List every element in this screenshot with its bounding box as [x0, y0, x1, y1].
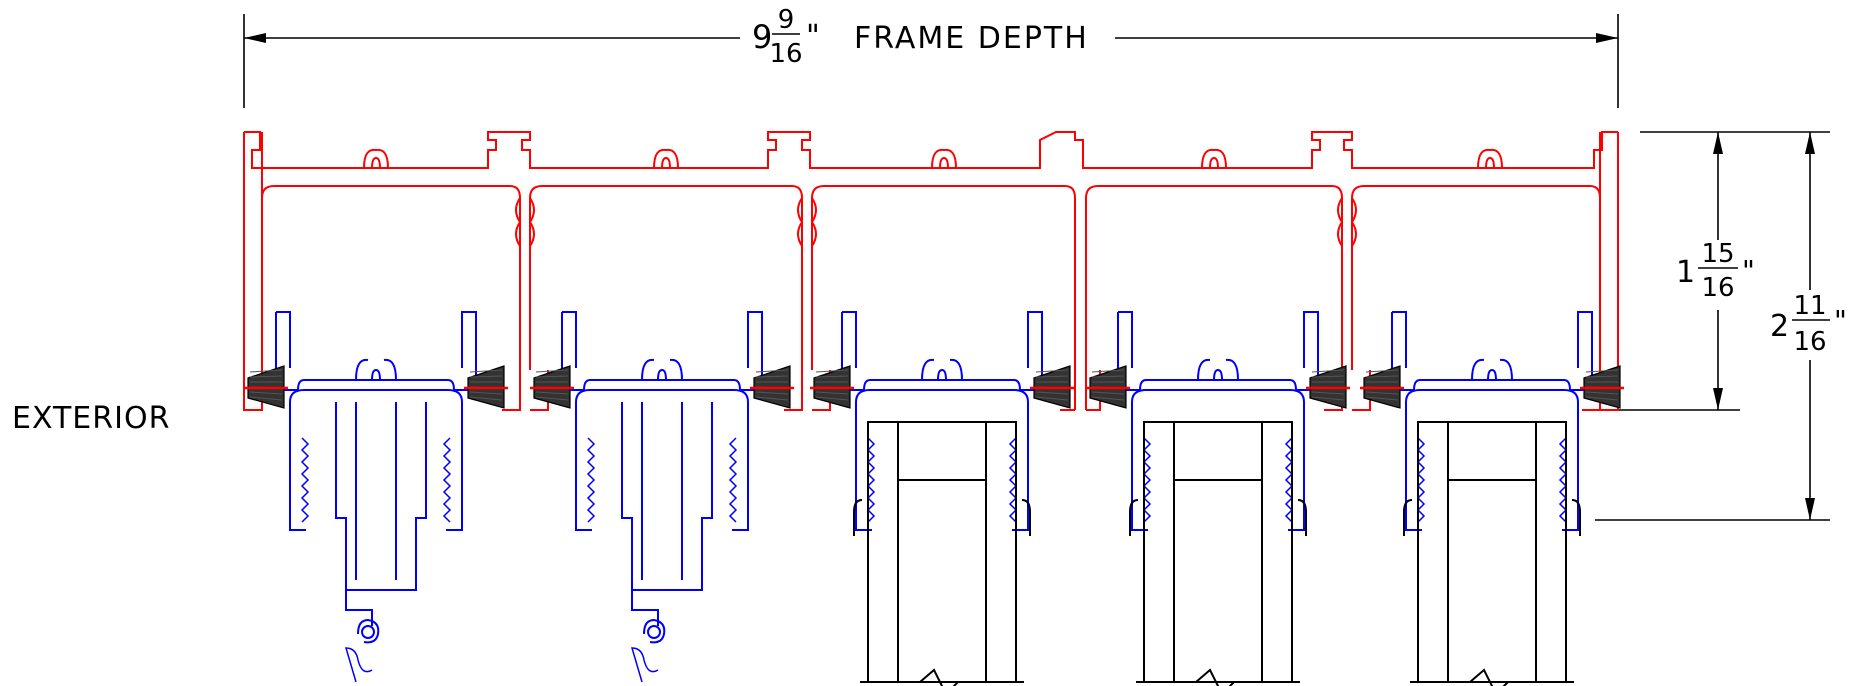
panel-clip	[853, 499, 1031, 536]
panel-4	[1129, 421, 1307, 686]
glazing-serration	[1008, 437, 1018, 523]
glazing-serration	[300, 437, 310, 523]
weatherstrip-pile	[1580, 365, 1624, 409]
panel-3	[853, 421, 1031, 686]
frame-depth-label: FRAME DEPTH	[854, 21, 1089, 56]
frame-depth-den: 16	[769, 39, 802, 69]
screen-mesh-icon	[344, 647, 373, 683]
glazing-holder	[1131, 389, 1305, 531]
spline-bead	[647, 625, 661, 639]
arrow-down-icon	[1805, 498, 1815, 520]
weatherstrip-pile	[1086, 365, 1130, 409]
break-line-icon	[1136, 668, 1300, 686]
break-line-icon	[860, 668, 1024, 686]
dim-outer-num: 11	[1793, 291, 1826, 321]
carrier-outline	[841, 311, 1043, 391]
glazing-serration	[866, 437, 876, 523]
dim-inner-unit: "	[1742, 254, 1755, 287]
arrow-up-icon	[1713, 132, 1723, 154]
carrier-outline	[1117, 311, 1319, 391]
dim-outer-whole: 2	[1770, 309, 1789, 344]
frame-depth-unit: "	[806, 19, 820, 54]
sash-profiles	[275, 311, 1593, 683]
panel-outline	[1143, 421, 1293, 683]
screen-spline	[631, 590, 666, 644]
dim-outer-unit: "	[1834, 304, 1847, 337]
spline-bead	[361, 625, 375, 639]
frame-depth-num: 9	[778, 5, 795, 35]
screen-frame	[335, 402, 427, 591]
carrier-boss	[1197, 358, 1239, 381]
glazing-serration	[1142, 437, 1152, 523]
weatherstrip-pile	[810, 365, 854, 409]
weatherstrip-pile	[1360, 365, 1404, 409]
dim-inner-den: 16	[1701, 273, 1734, 303]
glazing-serration	[1284, 437, 1294, 523]
weatherstrip-pile	[530, 365, 574, 409]
panel-clip	[1129, 499, 1307, 536]
glazing-serration	[586, 437, 596, 523]
panel-5	[1403, 421, 1581, 686]
weatherstrip-pile	[464, 365, 508, 409]
carrier-outline	[561, 311, 763, 391]
carrier-boss	[921, 358, 963, 381]
screen-spline	[345, 590, 380, 644]
glazing-holder	[1405, 389, 1579, 531]
weatherstrip-pile	[750, 365, 794, 409]
panel-profiles	[853, 421, 1581, 686]
sash-track-3	[841, 311, 1043, 531]
dim-inner-whole: 1	[1676, 255, 1695, 290]
sash-track-4	[1117, 311, 1319, 531]
dim-inner-num: 15	[1701, 239, 1734, 269]
carrier-boss	[1471, 358, 1513, 381]
carrier-outline	[1391, 311, 1593, 391]
arrow-right-icon	[1596, 33, 1618, 43]
glazing-holder	[289, 389, 463, 531]
sash-track-5	[1391, 311, 1593, 531]
sash-track-1	[275, 311, 477, 683]
arrow-left-icon	[244, 33, 266, 43]
exterior-label: EXTERIOR	[12, 401, 170, 436]
weatherstrip-pile	[1030, 365, 1074, 409]
screen-mesh-icon	[630, 647, 659, 683]
glazing-holder	[575, 389, 749, 531]
carrier-boss	[641, 358, 683, 381]
sash-track-2	[561, 311, 763, 683]
height-dimensions: 1 15 16 " 2 11 16 "	[1595, 131, 1847, 521]
frame-depth-dimension: 9 9 16 " FRAME DEPTH	[243, 5, 1619, 108]
glazing-serration	[442, 437, 452, 523]
carrier-outline	[275, 311, 477, 391]
panel-clip	[1403, 499, 1581, 536]
break-line-icon	[1410, 668, 1574, 686]
glazing-serration	[1558, 437, 1568, 523]
weatherstrips	[244, 365, 1624, 409]
weatherstrip-pile	[244, 365, 288, 409]
carrier-boss	[355, 358, 397, 381]
main-frame-profile	[243, 131, 1619, 411]
glazing-serration	[728, 437, 738, 523]
arrow-down-icon	[1713, 388, 1723, 410]
arrow-up-icon	[1805, 132, 1815, 154]
panel-outline	[867, 421, 1017, 683]
glazing-holder	[855, 389, 1029, 531]
weatherstrip-pile	[1306, 365, 1350, 409]
panel-outline	[1417, 421, 1567, 683]
screen-frame	[621, 402, 713, 591]
glazing-serration	[1416, 437, 1426, 523]
dim-outer-den: 16	[1793, 327, 1826, 357]
frame-depth-whole: 9	[752, 18, 772, 56]
